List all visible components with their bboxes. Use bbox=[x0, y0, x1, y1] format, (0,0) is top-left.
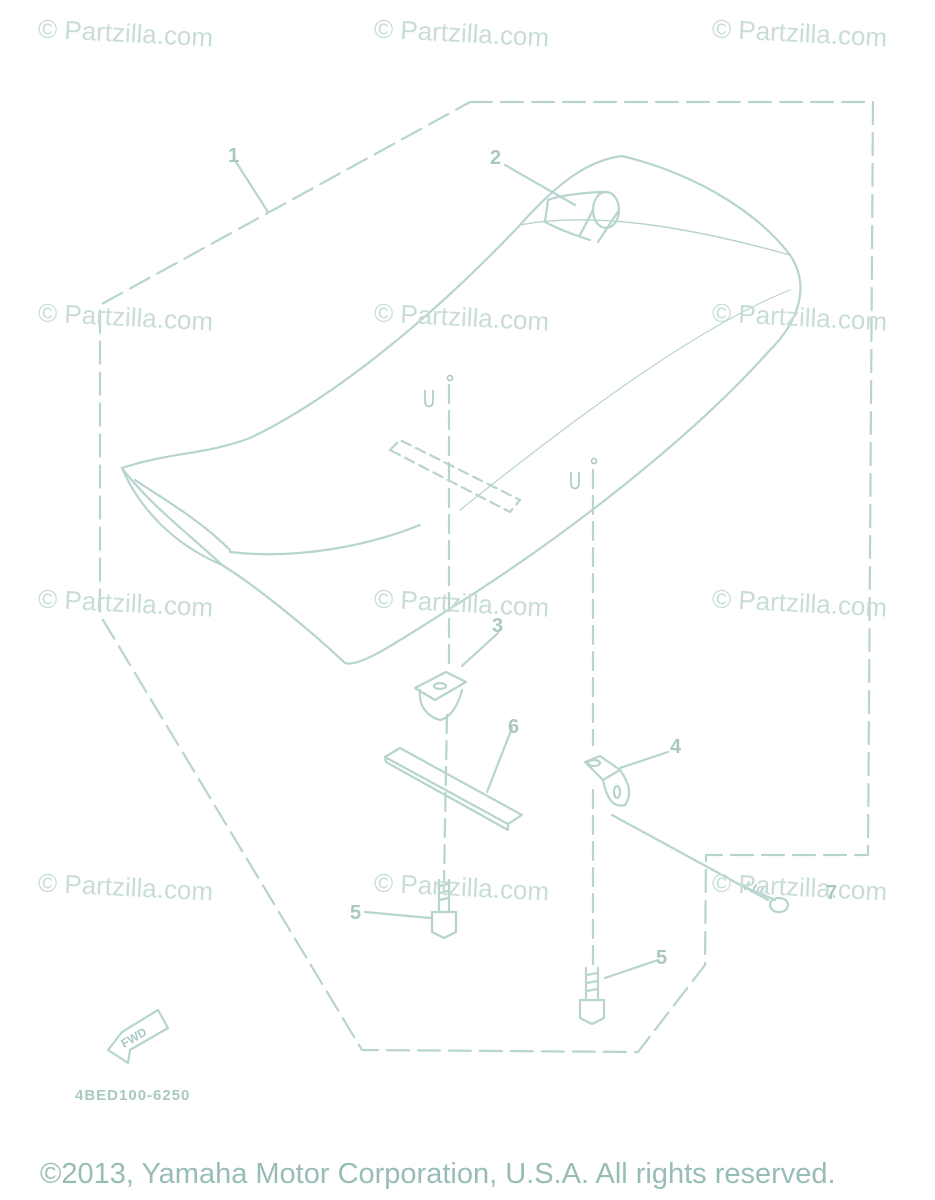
diagram-code: 4BED100-6250 bbox=[75, 1087, 191, 1104]
callout-1: 1 bbox=[228, 145, 240, 167]
strip-part-6 bbox=[383, 746, 524, 832]
leader-5b bbox=[603, 958, 660, 980]
bolt-part-5-left bbox=[430, 878, 458, 940]
leader-2 bbox=[503, 163, 577, 207]
callout-5-right: 5 bbox=[656, 947, 668, 969]
bracket-part-4 bbox=[583, 754, 631, 807]
bolt-part-5-right bbox=[578, 966, 606, 1026]
callout-3: 3 bbox=[492, 615, 504, 637]
callout-4: 4 bbox=[670, 736, 682, 758]
seat-part-1 bbox=[120, 154, 802, 665]
callout-5-left: 5 bbox=[350, 902, 362, 924]
callout-2: 2 bbox=[490, 147, 502, 169]
leader-1 bbox=[234, 160, 270, 214]
leader-3 bbox=[460, 631, 500, 668]
bracket-part-3 bbox=[413, 670, 468, 722]
callout-7: 7 bbox=[826, 882, 838, 904]
copyright-notice: ©2013, Yamaha Motor Corporation, U.S.A. … bbox=[40, 1158, 836, 1190]
assembly-boundary bbox=[98, 100, 875, 1054]
clip-symbols bbox=[424, 374, 598, 490]
leader-5a bbox=[363, 910, 432, 920]
leader-6 bbox=[485, 726, 514, 794]
callout-6: 6 bbox=[508, 716, 520, 738]
fwd-arrow-icon bbox=[106, 1008, 170, 1065]
screw-part-7 bbox=[738, 880, 790, 914]
seat-hinge-part-2 bbox=[543, 190, 621, 244]
leader-4 bbox=[618, 750, 670, 770]
